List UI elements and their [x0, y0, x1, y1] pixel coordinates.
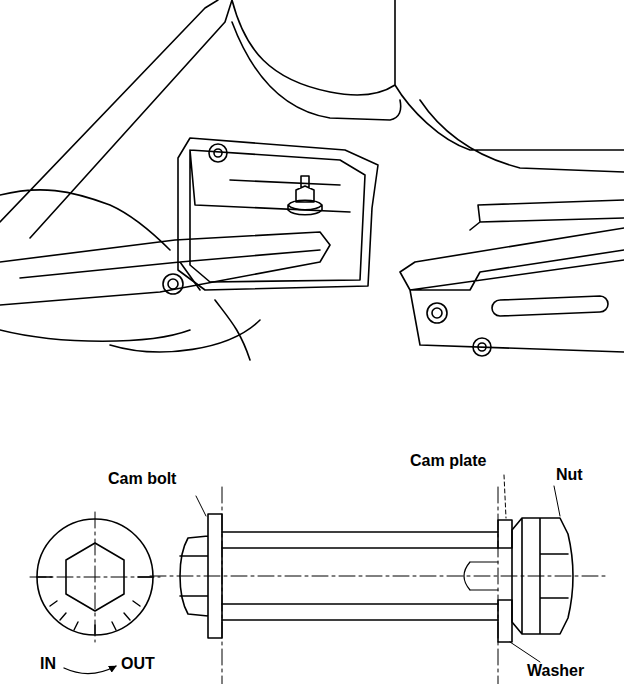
- lower-arm: [0, 232, 330, 305]
- part-label: IN: [40, 655, 56, 673]
- adjust-arrow: [64, 666, 116, 674]
- part-label: Nut: [556, 466, 583, 484]
- center-line: [30, 487, 605, 684]
- part-label: Washer: [527, 662, 584, 680]
- bolt-head: [427, 303, 447, 323]
- bolt-head: [214, 149, 222, 157]
- bolt-head: [209, 144, 227, 162]
- part-label: OUT: [121, 655, 155, 673]
- bolt-head: [163, 274, 183, 294]
- bushing-sleeve: [222, 532, 498, 620]
- bolt-head: [478, 343, 486, 351]
- mounting-bracket: [178, 138, 378, 290]
- fixing-bolts: [163, 144, 491, 356]
- right-frame: [400, 200, 624, 352]
- scale-marks: [37, 577, 153, 634]
- cam-bolt-nut: [288, 176, 322, 215]
- leader-line: [504, 475, 506, 518]
- body-structure: [0, 0, 624, 360]
- cam-plate-end-view: [37, 519, 153, 635]
- bolt-head: [473, 338, 491, 356]
- part-label: Cam plate: [410, 452, 486, 470]
- bolt-head: [432, 308, 442, 318]
- cam-plate: [498, 520, 512, 642]
- part-label: Cam bolt: [108, 470, 176, 488]
- bolt-head: [180, 514, 222, 638]
- bolt-head: [168, 279, 178, 289]
- bolt-tip-hidden: [464, 562, 498, 590]
- nut: [512, 518, 573, 634]
- hex-head-end-view: [66, 543, 124, 611]
